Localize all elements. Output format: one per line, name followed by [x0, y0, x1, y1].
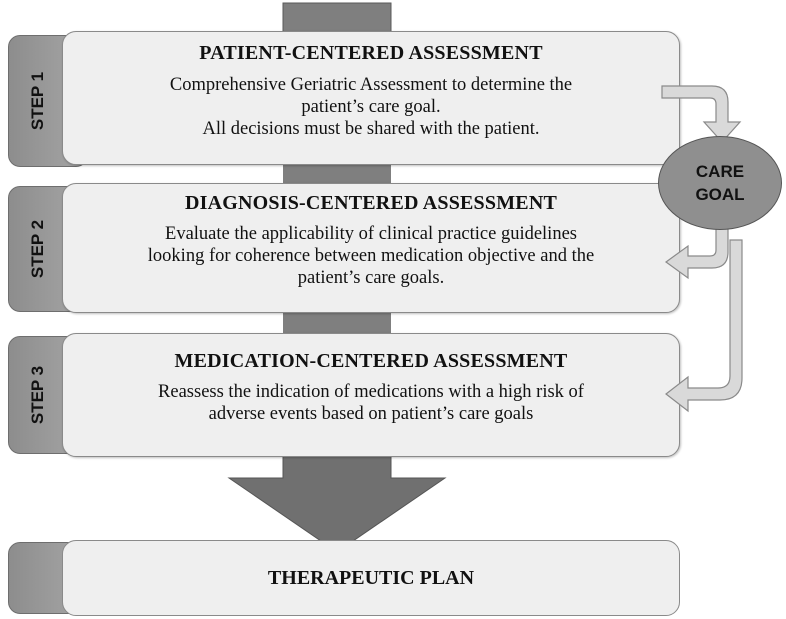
step-3-text-line-1: Reassess the indication of medications w… — [158, 382, 584, 402]
connector-goal-to-step2 — [664, 227, 729, 280]
connector-goal-to-step3 — [665, 239, 743, 413]
care-goal-line-2: GOAL — [695, 185, 745, 204]
step-3-text-line-2: adverse events based on patient’s care g… — [208, 404, 534, 424]
care-goal-ellipse: CARE GOAL — [658, 136, 782, 230]
connector-step1-to-goal — [661, 85, 742, 143]
therapeutic-plan-card: THERAPEUTIC PLAN — [62, 540, 680, 616]
care-goal-line-1: CARE — [695, 162, 745, 181]
step-1-text-line-2: patient’s care goal. — [301, 97, 441, 117]
step-2-text-line-3: patient’s care goals. — [297, 268, 445, 288]
step-1-text-line-3: All decisions must be shared with the pa… — [202, 119, 540, 139]
step-1-text-line-1: Comprehensive Geriatric Assessment to de… — [169, 75, 573, 95]
step-3-card: MEDICATION-CENTERED ASSESSMENT Reassess … — [62, 333, 680, 457]
step-2-text-line-1: Evaluate the applicability of clinical p… — [165, 224, 577, 244]
step-2-title: DIAGNOSIS-CENTERED ASSESSMENT — [184, 192, 558, 214]
step-1-title: PATIENT-CENTERED ASSESSMENT — [199, 42, 543, 64]
step-2-card: DIAGNOSIS-CENTERED ASSESSMENT Evaluate t… — [62, 183, 680, 313]
therapeutic-plan-label: THERAPEUTIC PLAN — [267, 566, 475, 589]
step-3-title: MEDICATION-CENTERED ASSESSMENT — [174, 350, 568, 372]
down-arrow — [227, 454, 447, 553]
top-stem — [282, 2, 392, 34]
step-1-card: PATIENT-CENTERED ASSESSMENT Comprehensiv… — [62, 31, 680, 165]
step-2-text-line-2: looking for coherence between medication… — [147, 246, 595, 266]
